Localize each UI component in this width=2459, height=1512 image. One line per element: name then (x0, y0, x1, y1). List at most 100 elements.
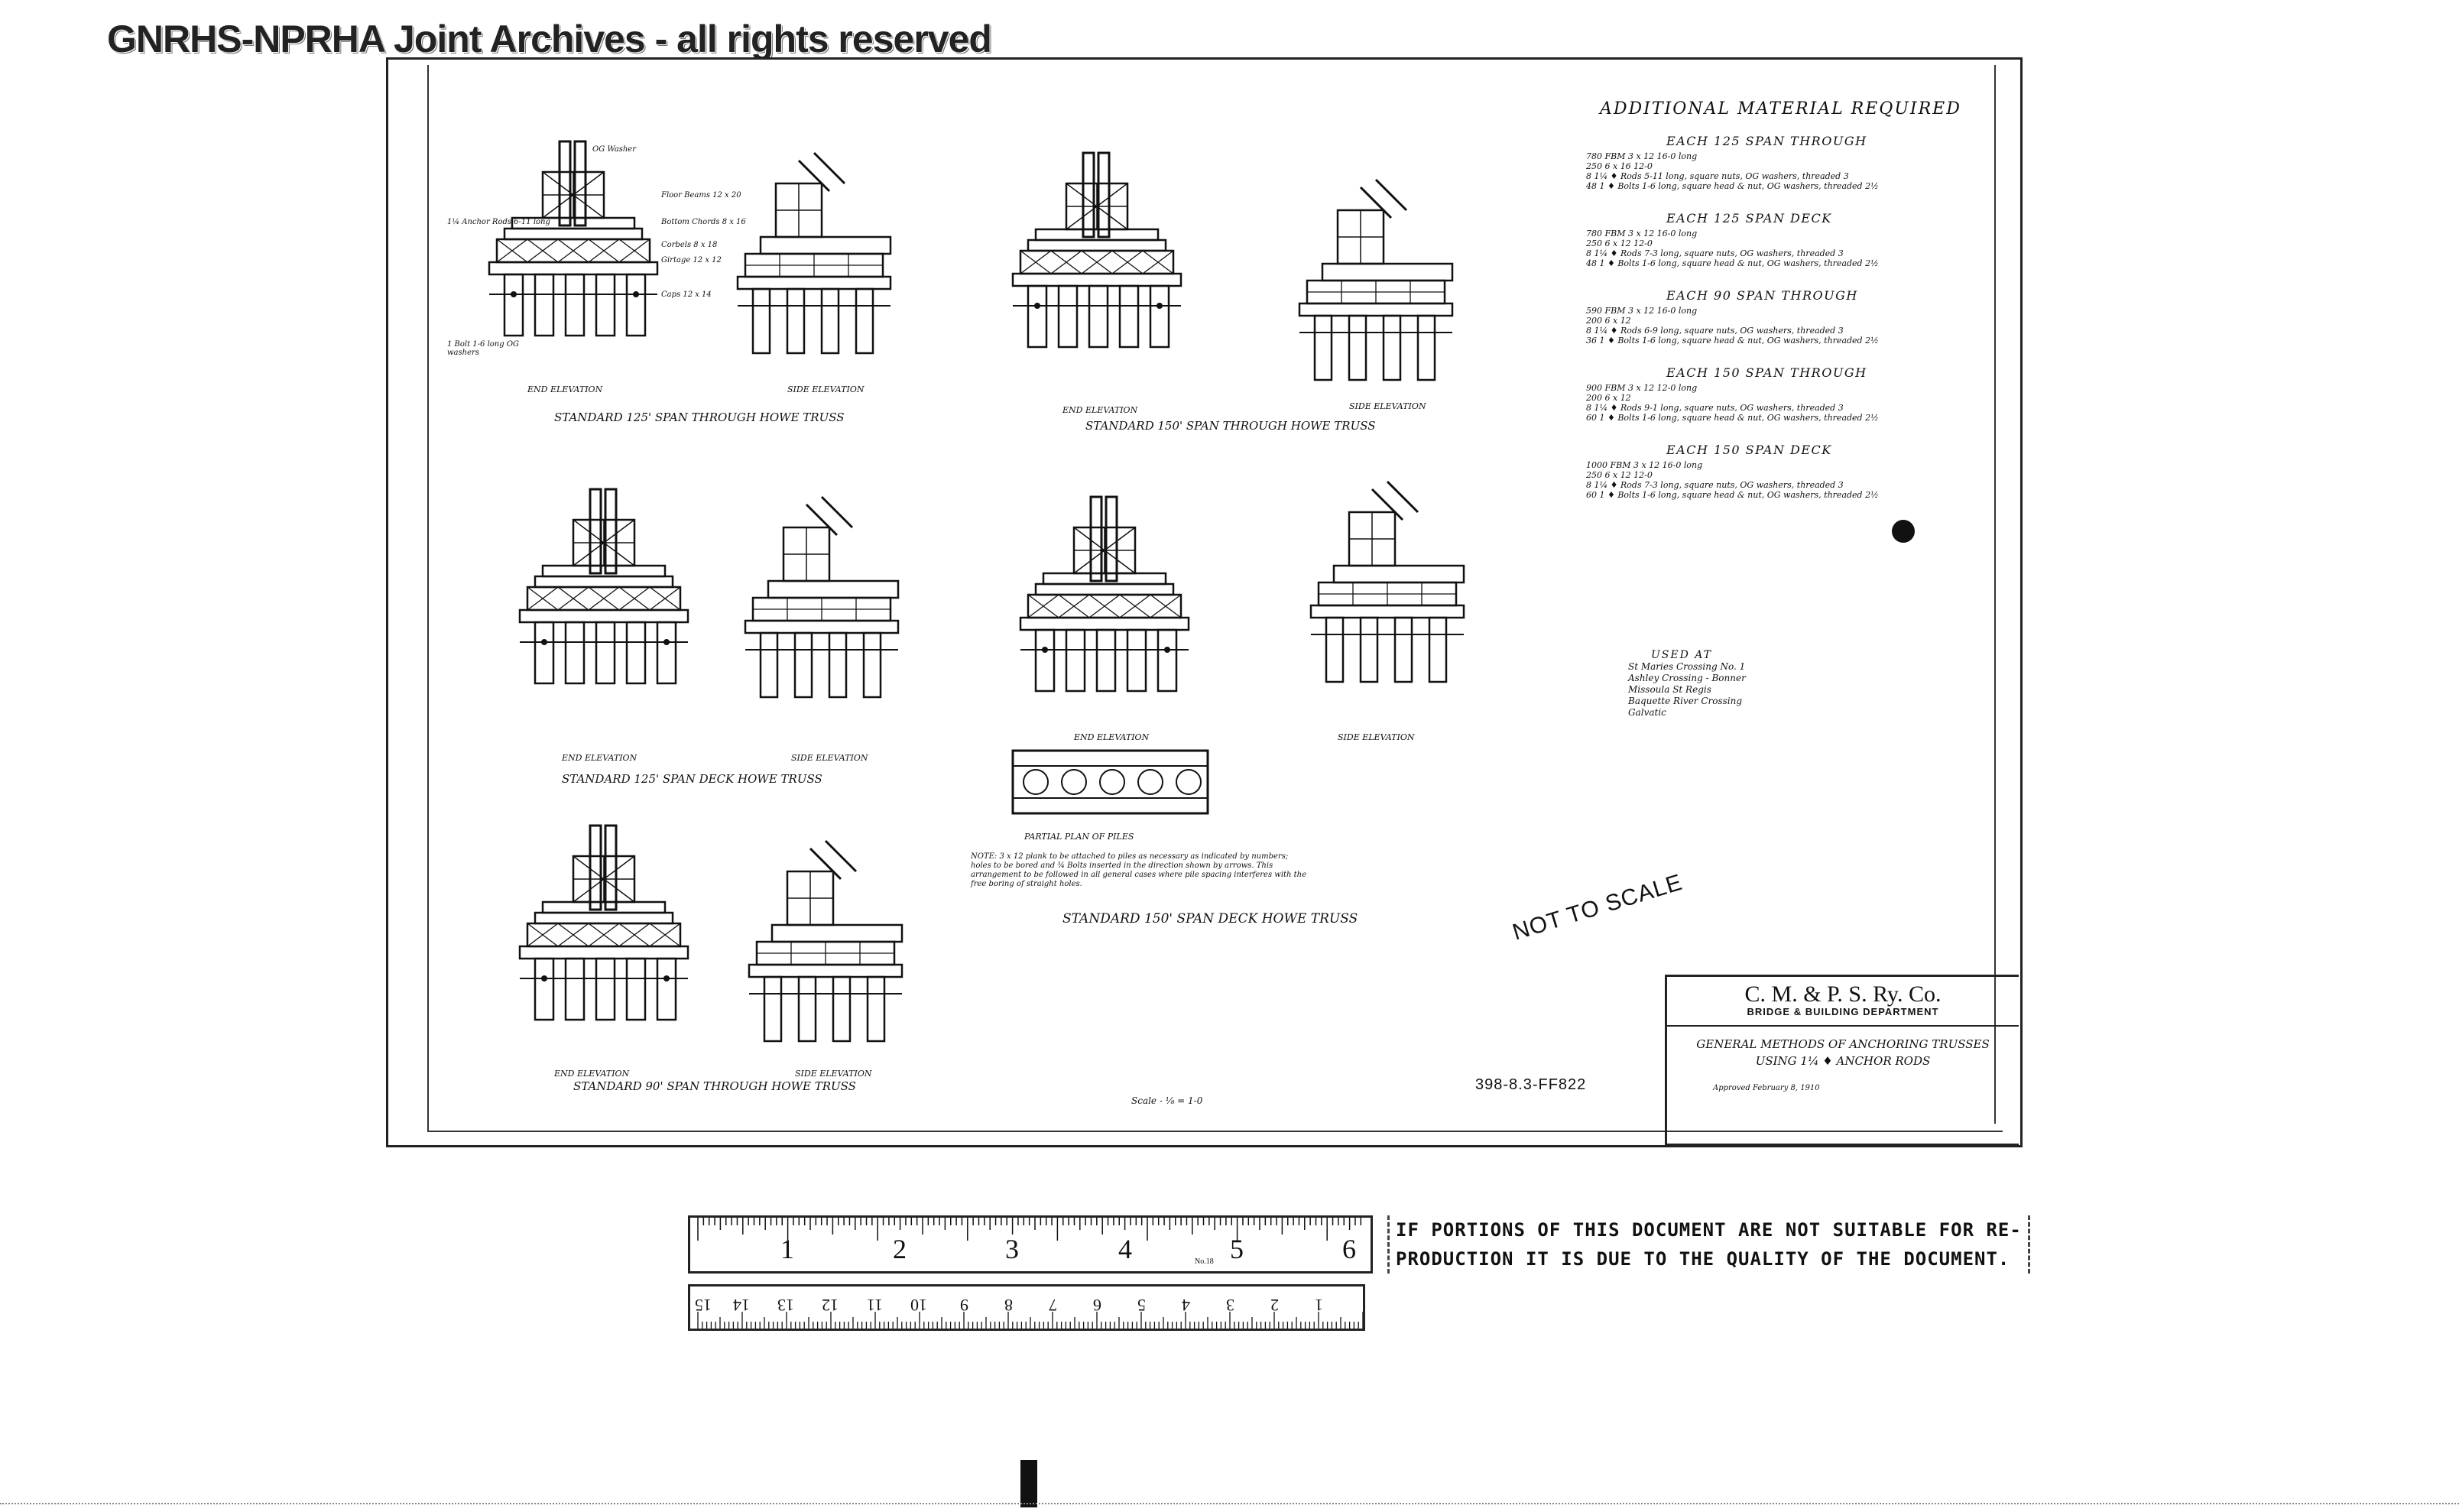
material-section-title: EACH 150 SPAN DECK (1666, 443, 1832, 457)
material-line: 60 1 ♦ Bolts 1-6 long, square head & nut… (1586, 413, 1879, 423)
material-line: 8 1¼ ♦ Rods 7-3 long, square nuts, OG wa… (1586, 480, 1844, 490)
archive-watermark: GNRHS-NPRHA Joint Archives - all rights … (107, 18, 992, 60)
ruler-number: 3 (1226, 1296, 1234, 1315)
used-at-line: Ashley Crossing - Bonner (1628, 673, 1746, 683)
material-line: 48 1 ♦ Bolts 1-6 long, square head & nut… (1586, 181, 1879, 191)
material-line: 250 6 x 12 12-0 (1586, 470, 1653, 480)
end-elevation-label: END ELEVATION (1062, 405, 1138, 415)
material-line: 780 FBM 3 x 12 16-0 long (1586, 151, 1698, 161)
bolt-label: 1 Bolt 1-6 long OG washers (447, 340, 520, 357)
material-section: EACH 125 SPAN DECK 780 FBM 3 x 12 16-0 l… (1586, 211, 1984, 268)
end-elevation-label: END ELEVATION (562, 753, 637, 763)
ruler-ticks (697, 1312, 1363, 1329)
view-caption-125-deck: STANDARD 125' SPAN DECK HOWE TRUSS (562, 772, 822, 786)
ruler-number: 15 (695, 1296, 712, 1315)
ruler-number: 5 (1230, 1234, 1244, 1264)
side-elevation-label: SIDE ELEVATION (1349, 401, 1426, 411)
ruler-cm-numbers: 1 2 3 4 5 6 7 8 9 10 11 12 13 14 15 (690, 1286, 1363, 1329)
ruler-number: 2 (893, 1234, 907, 1264)
material-section: EACH 125 SPAN THROUGH 780 FBM 3 x 12 16-… (1586, 134, 1984, 191)
material-line: 8 1¼ ♦ Rods 9-1 long, square nuts, OG wa… (1586, 403, 1844, 413)
used-at-line: St Maries Crossing No. 1 (1628, 661, 1746, 672)
material-line: 900 FBM 3 x 12 12-0 long (1586, 383, 1698, 393)
material-line: 200 6 x 12 (1586, 316, 1631, 326)
used-at-line: Missoula St Regis (1628, 684, 1711, 695)
ruler-number: 9 (960, 1296, 968, 1315)
ruler-number: 4 (1182, 1296, 1190, 1315)
registration-mark (1020, 1460, 1037, 1507)
drawing-title-line: GENERAL METHODS OF ANCHORING TRUSSES (1696, 1037, 1990, 1051)
material-line: 780 FBM 3 x 12 16-0 long (1586, 229, 1698, 238)
ruler-inches: 1 2 3 4 5 6 No.18 (688, 1215, 1373, 1274)
material-line: 8 1¼ ♦ Rods 6-9 long, square nuts, OG wa… (1586, 326, 1844, 336)
side-elevation-label: SIDE ELEVATION (795, 1069, 872, 1079)
view-caption-90-through: STANDARD 90' SPAN THROUGH HOWE TRUSS (573, 1079, 856, 1093)
anchor-rods-label: 1¼ Anchor Rods 6-11 long (447, 218, 550, 226)
ruler-ticks (697, 1218, 1362, 1241)
ruler-centimeters: 1 2 3 4 5 6 7 8 9 10 11 12 13 14 15 (688, 1284, 1365, 1331)
og-washer-label: OG Washer (592, 145, 637, 154)
material-line: 36 1 ♦ Bolts 1-6 long, square head & nut… (1586, 336, 1879, 346)
plan-of-piles (1011, 749, 1209, 815)
floor-beams-label: Floor Beams 12 x 20 (661, 191, 741, 200)
end-elevation-label: END ELEVATION (1074, 732, 1150, 742)
ruler-number: 6 (1342, 1234, 1356, 1264)
material-line: 48 1 ♦ Bolts 1-6 long, square head & nut… (1586, 258, 1879, 268)
material-line: 1000 FBM 3 x 12 16-0 long (1586, 460, 1703, 470)
ruler-number: 12 (822, 1296, 839, 1315)
ruler-number: 7 (1049, 1296, 1057, 1315)
material-section: EACH 90 SPAN THROUGH 590 FBM 3 x 12 16-0… (1586, 288, 1984, 346)
pile-note: NOTE: 3 x 12 plank to be attached to pil… (971, 852, 1307, 888)
department-name: BRIDGE & BUILDING DEPARTMENT (1667, 1006, 2019, 1027)
used-at-list: USED AT St Maries Crossing No. 1 Ashley … (1628, 650, 1746, 719)
ruler-number: 6 (1093, 1296, 1101, 1315)
used-at-line: Baquette River Crossing (1628, 696, 1743, 706)
notice-line: IF PORTIONS OF THIS DOCUMENT ARE NOT SUI… (1396, 1219, 2022, 1241)
company-name: C. M. & P. S. Ry. Co. (1744, 982, 1942, 1007)
scale-note: Scale - ⅛ = 1-0 (1131, 1095, 1203, 1106)
ruler-mark: No.18 (1195, 1257, 1214, 1266)
material-section: EACH 150 SPAN DECK 1000 FBM 3 x 12 16-0 … (1586, 443, 1984, 500)
material-section-title: EACH 90 SPAN THROUGH (1666, 288, 1858, 303)
ruler-number: 3 (1005, 1234, 1019, 1264)
side-elevation-label: SIDE ELEVATION (787, 384, 865, 394)
ruler-number: 1 (1315, 1296, 1323, 1315)
scan-edge (0, 1503, 2459, 1504)
material-section-title: EACH 125 SPAN DECK (1666, 211, 1832, 226)
ruler-number: 11 (866, 1296, 883, 1315)
view-caption-125-through: STANDARD 125' SPAN THROUGH HOWE TRUSS (554, 410, 845, 424)
material-section-title: EACH 125 SPAN THROUGH (1666, 134, 1867, 148)
view-caption-150-deck: STANDARD 150' SPAN DECK HOWE TRUSS (1062, 911, 1358, 926)
used-at-line: Galvatic (1628, 707, 1666, 718)
notice-line: PRODUCTION IT IS DUE TO THE QUALITY OF T… (1396, 1248, 2010, 1270)
material-section-title: EACH 150 SPAN THROUGH (1666, 365, 1867, 380)
side-elevation-label: SIDE ELEVATION (791, 753, 868, 763)
reproduction-notice: IF PORTIONS OF THIS DOCUMENT ARE NOT SUI… (1387, 1215, 2030, 1274)
ruler-number: 14 (733, 1296, 750, 1315)
material-heading: ADDITIONAL MATERIAL REQUIRED (1600, 99, 1961, 118)
drawing-title: GENERAL METHODS OF ANCHORING TRUSSES USI… (1667, 1036, 2019, 1069)
material-line: 8 1¼ ♦ Rods 5-11 long, square nuts, OG w… (1586, 171, 1849, 181)
material-line: 250 6 x 16 12-0 (1586, 161, 1653, 171)
girtage-label: Girtage 12 x 12 (661, 256, 722, 264)
view-caption-150-through: STANDARD 150' SPAN THROUGH HOWE TRUSS (1085, 419, 1376, 433)
used-at-heading: USED AT (1651, 649, 1712, 661)
plan-of-piles-label: PARTIAL PLAN OF PILES (1024, 832, 1134, 842)
material-line: 60 1 ♦ Bolts 1-6 long, square head & nut… (1586, 490, 1879, 500)
material-section: EACH 150 SPAN THROUGH 900 FBM 3 x 12 12-… (1586, 365, 1984, 423)
ruler-number: 1 (780, 1234, 794, 1264)
caps-label: Caps 12 x 14 (661, 290, 712, 299)
material-line: 200 6 x 12 (1586, 393, 1631, 403)
drawing-subtitle-line: USING 1¼ ♦ ANCHOR RODS (1755, 1054, 1931, 1068)
ink-blot (1892, 520, 1915, 543)
title-block: C. M. & P. S. Ry. Co. BRIDGE & BUILDING … (1665, 975, 2019, 1146)
side-elevation-label: SIDE ELEVATION (1338, 732, 1415, 742)
end-elevation-label: END ELEVATION (527, 384, 603, 394)
material-line: 8 1¼ ♦ Rods 7-3 long, square nuts, OG wa… (1586, 248, 1844, 258)
ruler-number: 5 (1137, 1296, 1146, 1315)
approval-date: Approved February 8, 1910 (1713, 1084, 1820, 1092)
corbels-label: Corbels 8 x 18 (661, 241, 718, 249)
material-line: 590 FBM 3 x 12 16-0 long (1586, 306, 1698, 316)
drawing-sheet (386, 57, 2023, 1147)
